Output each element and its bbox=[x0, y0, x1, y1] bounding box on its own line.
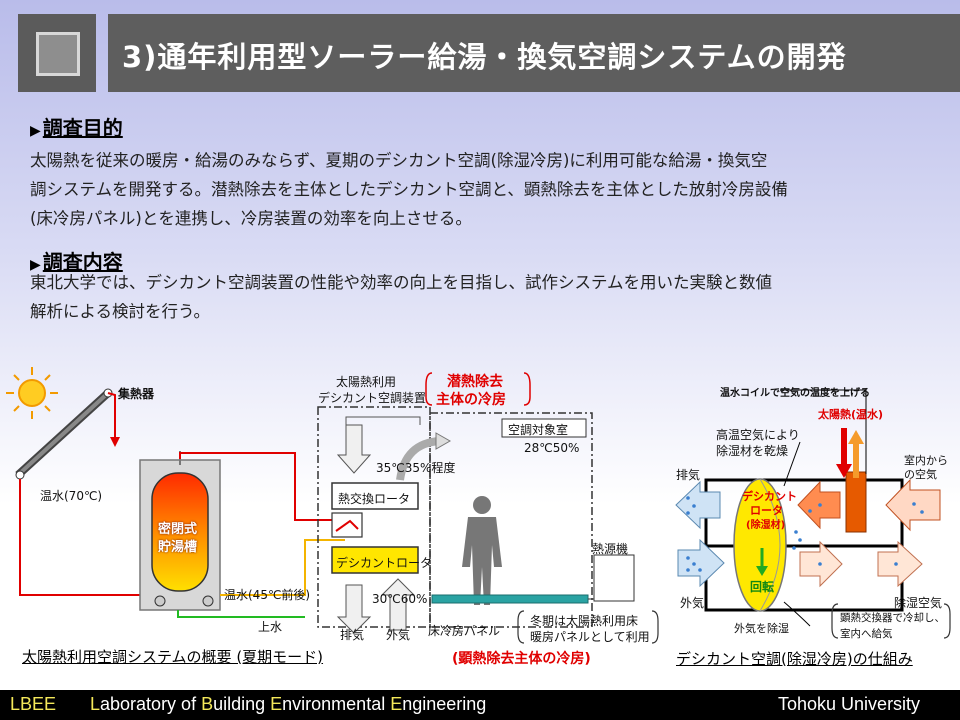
exhaust-label-2: 排気 bbox=[676, 468, 701, 482]
room-boundary bbox=[429, 412, 593, 628]
footer-lab-name: Laboratory of Building Environmental Eng… bbox=[90, 694, 487, 714]
page-title: 3)通年利用型ソーラー給湯・換気空調システムの開発 bbox=[122, 40, 847, 74]
solar-heat-label: 太陽熱(温水) bbox=[818, 408, 884, 421]
exhaust-air-arrow bbox=[675, 480, 721, 530]
outside-air-label-2: 外気 bbox=[680, 596, 705, 610]
unit-title-1: 太陽熱利用 bbox=[336, 375, 397, 389]
footer-lbee: LBEE bbox=[10, 694, 57, 714]
solar-heat-in-arrow bbox=[836, 464, 852, 478]
coil-note: 温水コイルで空気の温度を上げる bbox=[720, 388, 870, 399]
storage-tank bbox=[151, 472, 209, 592]
warm-water-label: 温水(45℃前後) bbox=[224, 588, 311, 602]
condition-label-1: 35℃35%程度 bbox=[376, 461, 456, 475]
air-arrow-down bbox=[336, 424, 372, 474]
dry-note-2: 除湿材を乾燥 bbox=[716, 444, 789, 458]
floor-panel-label: 床冷房パネル bbox=[428, 624, 501, 638]
content-text: 東北大学では、デシカント空調装置の性能や効率の向上を目指し、試作システムを用いた… bbox=[30, 273, 773, 321]
section-heading-content: ▶調査内容 bbox=[30, 250, 123, 274]
title-bar bbox=[108, 14, 960, 92]
latent-cooling-2: 主体の冷房 bbox=[436, 392, 506, 408]
rotor-label-1: デシカント bbox=[742, 490, 797, 503]
tank-label-1: 密閉式 bbox=[158, 522, 198, 537]
hex-note-1: 顕熱交換器で冷却し、 bbox=[840, 612, 945, 624]
rotor-label-3: (除湿材) bbox=[746, 520, 786, 531]
rotation-label: 回転 bbox=[750, 580, 775, 594]
hot-water-label: 温水(70℃) bbox=[40, 489, 103, 503]
winter-note-1: 冬期は太陽熱利用床 bbox=[530, 614, 639, 628]
room-air-label-1: 室内から bbox=[904, 454, 948, 467]
dry-note-1: 高温空気により bbox=[716, 428, 800, 442]
outside-air-in-arrow bbox=[677, 538, 725, 588]
solar-heat-out-arrow bbox=[848, 430, 864, 444]
footer-university: Tohoku University bbox=[778, 694, 921, 714]
sensible-cooling-label: (顕熱除去主体の冷房) bbox=[452, 651, 591, 667]
heat-exchange-rotor bbox=[331, 482, 419, 510]
rotation-arrow-icon bbox=[756, 566, 768, 576]
footer: LBEE Laboratory of Building Environmenta… bbox=[0, 690, 960, 720]
supply-water-label: 上水 bbox=[258, 620, 283, 634]
hex-rotor-label: 熱交換ロータ bbox=[338, 492, 411, 506]
latent-cooling-1: 潜熱除去 bbox=[447, 374, 503, 390]
diagram2-caption: デシカント空調(除湿冷房)の仕組み bbox=[676, 650, 913, 668]
floor-cooling-panel bbox=[431, 594, 589, 604]
heat-source-label: 熱源機 bbox=[592, 542, 629, 556]
room-air-label-2: の空気 bbox=[904, 468, 937, 481]
hex-note-2: 室内へ給気 bbox=[840, 628, 893, 640]
outside-air-arrow bbox=[380, 578, 416, 631]
tank-label-2: 貯湯槽 bbox=[158, 540, 198, 555]
collector-label: 集熱器 bbox=[118, 387, 155, 401]
winter-note-2: 暖房パネルとして利用 bbox=[530, 630, 650, 644]
exhaust-arrow bbox=[336, 584, 372, 634]
exhaust-label: 排気 bbox=[340, 628, 365, 642]
person-icon bbox=[462, 496, 502, 605]
triangle-bullet-icon: ▶ bbox=[30, 123, 41, 139]
desiccant-rotor-label: デシカントロータ bbox=[336, 556, 433, 570]
room-condition: 28℃50% bbox=[524, 441, 580, 455]
desiccant-rotor bbox=[331, 546, 419, 574]
supply-air-label: 除湿空気 bbox=[894, 596, 943, 610]
desiccant-mechanism-diagram bbox=[675, 389, 951, 639]
title-icon bbox=[18, 14, 96, 92]
purpose-text: 太陽熱を従来の暖房・給湯のみならず、夏期のデシカント空調(除湿冷房)に利用可能な… bbox=[30, 151, 788, 228]
dehumid-label: 外気を除湿 bbox=[734, 622, 789, 635]
sun-icon bbox=[6, 367, 58, 419]
room-label: 空調対象室 bbox=[508, 423, 569, 437]
outside-air-label: 外気 bbox=[386, 628, 411, 642]
rotor-label-2: ロータ bbox=[750, 504, 783, 517]
solar-system-diagram bbox=[6, 367, 659, 644]
heat-source-unit bbox=[593, 554, 635, 602]
supply-air-arrow bbox=[877, 540, 923, 588]
unit-title-2: デシカント空調装置 bbox=[318, 391, 427, 405]
triangle-bullet-icon: ▶ bbox=[30, 257, 41, 273]
condition-label-2: 30℃60% bbox=[372, 592, 428, 606]
desiccant-unit-boundary bbox=[317, 406, 431, 628]
diagram1-caption: 太陽熱利用空調システムの概要 (夏期モード) bbox=[22, 648, 324, 666]
section-heading-purpose: ▶調査目的 bbox=[30, 116, 123, 140]
heating-coil bbox=[845, 471, 867, 533]
